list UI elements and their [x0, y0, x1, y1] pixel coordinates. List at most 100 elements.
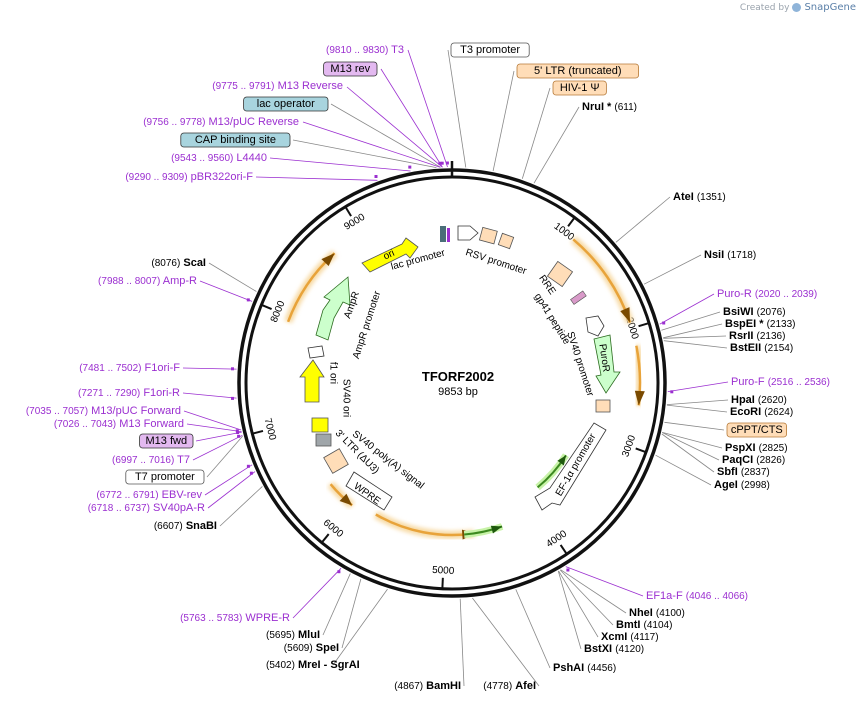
leader-MluI — [322, 573, 351, 636]
label-BsiWI[interactable]: BsiWI (2076) — [723, 306, 786, 318]
label-M13pUCFwd[interactable]: (7035 .. 7057) M13/pUC Forward — [26, 405, 181, 417]
tick-7000 — [252, 429, 264, 435]
svg-text:(6772 .. 6791) EBV-rev: (6772 .. 6791) EBV-rev — [96, 489, 202, 501]
enzyme-name: MreI — [298, 659, 321, 671]
label-M13Reverse[interactable]: (9775 .. 9791) M13 Reverse — [212, 80, 343, 92]
label-MluI[interactable]: (5695) MluI — [266, 629, 320, 641]
label-lacop[interactable]: lac operator — [243, 96, 329, 112]
enzyme-pos: (5695) — [266, 630, 295, 641]
label-BstEII[interactable]: BstEII (2154) — [730, 342, 793, 354]
label-BstXI[interactable]: BstXI (4120) — [584, 643, 644, 655]
primer-name: EBV-rev — [162, 489, 203, 501]
leader-T7prom — [206, 435, 243, 478]
label-M13rev[interactable]: M13 rev — [323, 61, 378, 77]
label-text-HIV1: HIV-1 Ψ — [560, 82, 600, 94]
tick-3000 — [635, 447, 647, 454]
primer-name: M13 Forward — [119, 418, 184, 430]
primer-site-EF1aF — [566, 568, 570, 572]
label-SpeI[interactable]: (5609) SpeI — [284, 642, 339, 654]
label-T3prom[interactable]: T3 promoter — [450, 42, 530, 58]
svg-text:XcmI (4117): XcmI (4117) — [601, 631, 659, 643]
rre-box — [546, 260, 574, 288]
label-L4440[interactable]: (9543 .. 9560) L4440 — [171, 152, 267, 164]
label-HpaI[interactable]: HpaI (2620) — [731, 394, 787, 406]
primer-range: (2020 .. 2039) — [755, 289, 817, 300]
tick-5000 — [441, 577, 444, 589]
primer-range: (9543 .. 9560) — [171, 153, 233, 164]
label-pBR322ori[interactable]: (9290 .. 9309) pBR322ori-F — [125, 171, 253, 183]
label-EcoRI[interactable]: EcoRI (2624) — [730, 406, 793, 418]
label-CAP[interactable]: CAP binding site — [180, 132, 291, 148]
label-M13pUCRev[interactable]: (9756 .. 9778) M13/pUC Reverse — [143, 116, 299, 128]
svg-text:(7481 .. 7502) F1ori-F: (7481 .. 7502) F1ori-F — [79, 362, 180, 374]
enzyme-pos: (4456) — [587, 663, 616, 674]
leader-ScaI — [208, 262, 257, 292]
primer-name: Puro-R — [717, 288, 752, 300]
label-WPRER[interactable]: (5763 .. 5783) WPRE-R — [180, 612, 290, 624]
label-M13Fwd[interactable]: (7026 .. 7043) M13 Forward — [54, 418, 184, 430]
label-AfeI[interactable]: (4778) AfeI — [483, 680, 536, 692]
leader-EcoRI — [666, 404, 728, 413]
label-NheI[interactable]: NheI (4100) — [629, 607, 685, 619]
label-BspEI[interactable]: BspEI * (2133) — [725, 318, 795, 330]
label-F1oriF[interactable]: (7481 .. 7502) F1ori-F — [79, 362, 180, 374]
tick-9000 — [344, 206, 352, 217]
label-F1oriR[interactable]: (7271 .. 7290) F1ori-R — [78, 387, 180, 399]
primer-name: F1ori-F — [145, 362, 181, 374]
label-AmpR[interactable]: (7988 .. 8007) Amp-R — [98, 275, 197, 287]
label-SV40pAR[interactable]: (6718 .. 6737) SV40pA-R — [88, 502, 205, 514]
label-EBVrev[interactable]: (6772 .. 6791) EBV-rev — [96, 489, 202, 501]
leader-BamHI — [459, 598, 465, 687]
label-T7prom[interactable]: T7 promoter — [125, 469, 205, 485]
enzyme-pos: (4117) — [630, 632, 658, 643]
label-box-T7prom — [125, 469, 205, 485]
leader-BspEI — [663, 323, 723, 339]
label-PshAI[interactable]: PshAI (4456) — [553, 662, 616, 674]
label-PaqCI[interactable]: PaqCI (2826) — [722, 454, 785, 466]
label-PspXI[interactable]: PspXI (2825) — [725, 442, 788, 454]
leader-T7 — [192, 434, 243, 461]
label-box-LTR5 — [516, 63, 639, 79]
label-MreI[interactable]: (5402) MreI - SgrAI — [266, 659, 360, 671]
svg-text:PspXI (2825): PspXI (2825) — [725, 442, 788, 454]
enzyme-name: AfeI — [515, 680, 536, 692]
green-arc-2-arrowhead — [490, 525, 503, 534]
label-HIV1[interactable]: HIV-1 Ψ — [552, 80, 607, 96]
label-PuroF[interactable]: Puro-F (2516 .. 2536) — [731, 376, 830, 388]
leader-PuroR — [659, 293, 715, 325]
label-SbfI[interactable]: SbfI (2837) — [717, 466, 770, 478]
enzyme-name: BstXI — [584, 643, 612, 655]
label-XcmI[interactable]: XcmI (4117) — [601, 631, 659, 643]
leader-NsiI — [643, 254, 702, 285]
label-M13fwd[interactable]: M13 fwd — [139, 433, 194, 449]
label-NsiI[interactable]: NsiI (1718) — [704, 249, 756, 261]
primer-mark-box — [447, 228, 450, 242]
label-text-T3prom: T3 promoter — [460, 44, 520, 56]
label-NruI[interactable]: NruI * (611) — [582, 101, 637, 113]
enzyme-name: BmtI — [616, 619, 640, 631]
label-ScaI[interactable]: (8076) ScaI — [151, 257, 206, 269]
primer-range: (9775 .. 9791) — [212, 81, 274, 92]
label-T7[interactable]: (6997 .. 7016) T7 — [112, 454, 190, 466]
enzyme-name: BamHI — [426, 680, 461, 692]
leader-MreI — [332, 588, 388, 666]
label-BamHI[interactable]: (4867) BamHI — [394, 680, 461, 692]
label-BmtI[interactable]: BmtI (4104) — [616, 619, 672, 631]
label-AgeI[interactable]: AgeI (2998) — [714, 479, 770, 491]
label-PuroR[interactable]: Puro-R (2020 .. 2039) — [717, 288, 817, 300]
label-AfeI2[interactable]: AteI (1351) — [673, 191, 726, 203]
lac-operator-box — [440, 226, 446, 242]
leader-M13pUCRev — [302, 121, 441, 168]
label-cPPT[interactable]: cPPT/CTS — [726, 422, 787, 438]
label-SnaBI[interactable]: (6607) SnaBI — [154, 520, 217, 532]
leader-PspXI — [662, 432, 723, 449]
label-T3[interactable]: (9810 .. 9830) T3 — [326, 44, 404, 56]
leader-F1oriR — [182, 392, 237, 399]
label-RsrII[interactable]: RsrII (2136) — [729, 330, 785, 342]
label-box-T3prom — [450, 42, 530, 58]
svg-text:SbfI (2837): SbfI (2837) — [717, 466, 770, 478]
svg-text:(9775 .. 9791) M13 Reverse: (9775 .. 9791) M13 Reverse — [212, 80, 343, 92]
label-LTR5[interactable]: 5' LTR (truncated) — [516, 63, 639, 79]
enzyme-name: HpaI — [731, 394, 755, 406]
label-EF1aF[interactable]: EF1a-F (4046 .. 4066) — [646, 590, 748, 602]
